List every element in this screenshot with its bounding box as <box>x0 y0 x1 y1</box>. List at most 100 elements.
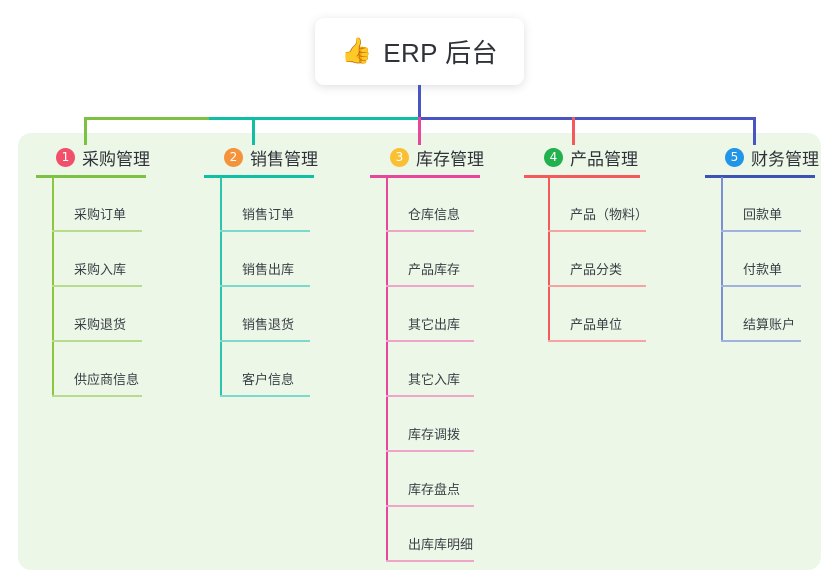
leaf-item-label: 销售出库 <box>242 262 295 277</box>
connector-bus-blue <box>418 117 756 120</box>
connector-drop-2 <box>252 117 255 145</box>
branch-spine-1 <box>52 177 54 397</box>
branch-badge-4: 4 <box>544 147 563 167</box>
leaf-item[interactable]: 付款单 <box>721 232 801 287</box>
leaf-item[interactable]: 产品（物料） <box>548 177 649 232</box>
branch-badge-5: 5 <box>725 147 744 167</box>
leaf-item-underline <box>548 285 646 287</box>
branch-underline-5 <box>705 175 815 178</box>
leaf-item[interactable]: 回款单 <box>721 177 801 232</box>
leaf-item-underline <box>52 340 142 342</box>
leaf-item[interactable]: 采购入库 <box>52 232 142 287</box>
branch-underline-1 <box>36 175 146 178</box>
branches-panel <box>18 133 821 570</box>
leaf-item[interactable]: 采购退货 <box>52 287 142 342</box>
leaf-item[interactable]: 结算账户 <box>721 287 801 342</box>
leaf-item[interactable]: 仓库信息 <box>386 177 474 232</box>
connector-bus-green <box>84 117 211 120</box>
branch-spine-4 <box>548 177 550 342</box>
branch-underline-2 <box>204 175 314 178</box>
connector-bus-teal <box>209 117 420 120</box>
leaf-item[interactable]: 产品分类 <box>548 232 646 287</box>
leaf-item-label: 供应商信息 <box>74 372 140 387</box>
leaf-item[interactable]: 销售订单 <box>220 177 310 232</box>
leaf-item-label: 采购入库 <box>74 262 127 277</box>
leaf-item[interactable]: 库存盘点 <box>386 452 474 507</box>
branch-label-3: 库存管理 <box>416 149 484 169</box>
leaf-item[interactable]: 库存调拨 <box>386 397 474 452</box>
branch-badge-2: 2 <box>224 147 243 167</box>
leaf-item-underline <box>386 395 474 397</box>
leaf-item-underline <box>721 230 801 232</box>
leaf-item-label: 其它入库 <box>408 372 461 387</box>
branch-label-2: 销售管理 <box>250 149 318 169</box>
leaf-item-label: 库存调拨 <box>408 427 461 442</box>
leaf-item[interactable]: 供应商信息 <box>52 342 142 397</box>
leaf-item-underline <box>721 340 801 342</box>
leaf-item-underline <box>220 395 310 397</box>
leaf-item-underline <box>386 285 474 287</box>
branch-spine-2 <box>220 177 222 397</box>
leaf-item-underline <box>386 230 474 232</box>
leaf-item-label: 回款单 <box>743 207 783 222</box>
connector-drop-4 <box>572 117 575 145</box>
branch-badge-1: 1 <box>56 147 75 167</box>
leaf-item[interactable]: 客户信息 <box>220 342 310 397</box>
branch-label-4: 产品管理 <box>570 149 638 169</box>
leaf-item-label: 销售退货 <box>242 317 295 332</box>
leaf-item[interactable]: 销售退货 <box>220 287 310 342</box>
thumbs-up-icon: 👍 <box>341 37 373 65</box>
root-stem-connector <box>418 85 421 119</box>
root-node[interactable]: 👍 ERP 后台 <box>315 18 524 85</box>
branch-label-5: 财务管理 <box>751 149 819 169</box>
leaf-item-underline <box>52 395 142 397</box>
leaf-item[interactable]: 采购订单 <box>52 177 142 232</box>
leaf-item-underline <box>220 340 310 342</box>
leaf-item[interactable]: 产品库存 <box>386 232 474 287</box>
leaf-item-label: 采购订单 <box>74 207 127 222</box>
branch-2[interactable]: 2 销售管理 <box>204 144 318 178</box>
branch-badge-3: 3 <box>390 147 409 167</box>
leaf-item-label: 其它出库 <box>408 317 461 332</box>
leaf-item-underline <box>52 230 142 232</box>
leaf-item[interactable]: 其它出库 <box>386 287 474 342</box>
connector-drop-3 <box>418 117 421 145</box>
leaf-item[interactable]: 其它入库 <box>386 342 474 397</box>
leaf-item[interactable]: 销售出库 <box>220 232 310 287</box>
leaf-item-underline <box>220 285 310 287</box>
leaf-item-label: 产品（物料） <box>570 207 649 222</box>
leaf-item[interactable]: 产品单位 <box>548 287 646 342</box>
leaf-item-label: 库存盘点 <box>408 482 461 497</box>
branch-header-5[interactable]: 5 财务管理 <box>705 144 819 170</box>
leaf-item-label: 销售订单 <box>242 207 295 222</box>
branch-4[interactable]: 4 产品管理 <box>524 144 640 178</box>
branch-header-2[interactable]: 2 销售管理 <box>204 144 318 170</box>
branch-5[interactable]: 5 财务管理 <box>705 144 819 178</box>
root-title: ERP 后台 <box>383 38 498 68</box>
leaf-item-label: 客户信息 <box>242 372 295 387</box>
leaf-item-label: 付款单 <box>743 262 783 277</box>
leaf-item-underline <box>548 340 646 342</box>
leaf-item-label: 产品分类 <box>570 262 623 277</box>
leaf-item-underline <box>220 230 310 232</box>
connector-drop-1 <box>84 117 87 145</box>
leaf-item-label: 产品单位 <box>570 317 623 332</box>
branch-3[interactable]: 3 库存管理 <box>370 144 484 178</box>
leaf-item-underline <box>52 285 142 287</box>
branch-underline-4 <box>524 175 640 178</box>
leaf-item-underline <box>386 340 474 342</box>
connector-drop-5 <box>753 117 756 145</box>
leaf-item-underline <box>548 230 646 232</box>
leaf-item-label: 采购退货 <box>74 317 127 332</box>
branch-spine-5 <box>721 177 723 342</box>
leaf-item-underline <box>386 560 474 562</box>
leaf-item-label: 出库库明细 <box>408 537 474 552</box>
leaf-item-underline <box>386 450 474 452</box>
branch-header-3[interactable]: 3 库存管理 <box>370 144 484 170</box>
leaf-item[interactable]: 出库库明细 <box>386 507 474 562</box>
leaf-item-label: 仓库信息 <box>408 207 461 222</box>
branch-header-4[interactable]: 4 产品管理 <box>524 144 640 170</box>
